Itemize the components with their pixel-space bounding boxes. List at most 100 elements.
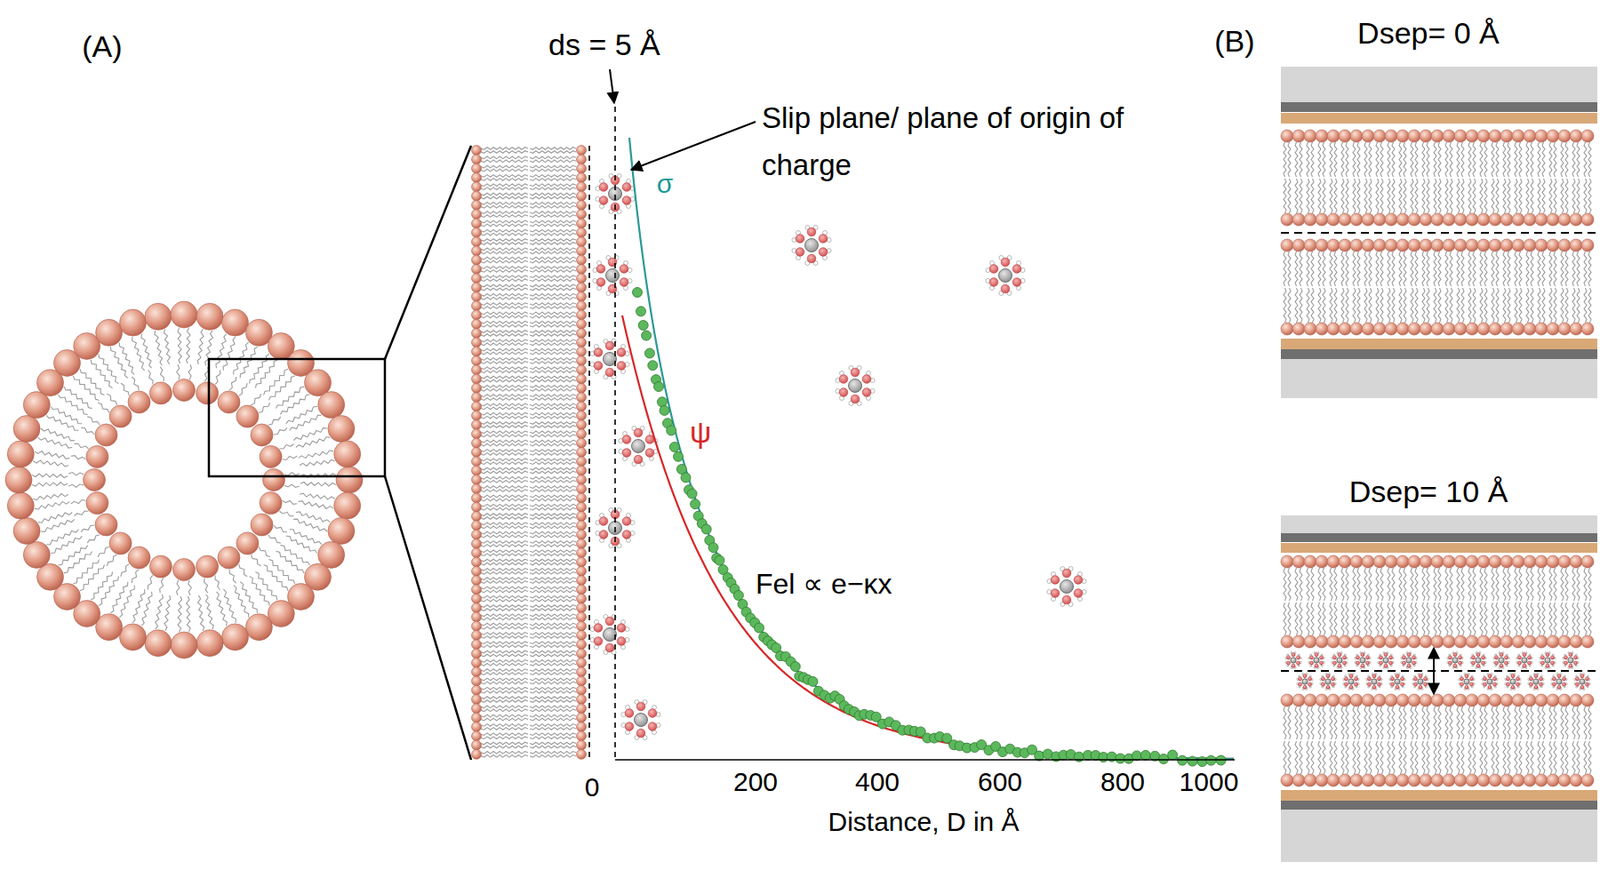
water-oxygen — [1418, 674, 1423, 679]
lipid-tail — [1288, 288, 1291, 323]
lipid-tail — [1352, 251, 1356, 287]
lipid-head — [1546, 239, 1560, 252]
lipid-head — [576, 493, 587, 504]
lipid-tail — [1299, 288, 1303, 323]
water-oxygen — [1482, 677, 1487, 681]
lipid-head — [576, 456, 587, 467]
lipid-head — [1350, 129, 1363, 143]
sodium-ion — [1417, 679, 1424, 685]
lipid-tail — [529, 389, 576, 392]
lipid-tail — [1334, 288, 1337, 323]
lipid-tail — [1334, 142, 1337, 177]
lipid-head — [576, 584, 587, 595]
lipid-tail — [1415, 251, 1418, 287]
data-point — [638, 320, 648, 331]
lipid-tail — [480, 156, 528, 160]
sodium-ion — [1487, 679, 1493, 685]
lipid-tail — [1484, 288, 1488, 323]
lipid-tail — [529, 256, 576, 260]
water-oxygen — [622, 517, 632, 527]
lipid-tail — [480, 294, 528, 297]
lipid-tail — [480, 522, 528, 526]
lipid-tail — [1295, 568, 1298, 601]
lipid-tail — [268, 416, 281, 425]
lipid-tail — [480, 599, 528, 602]
data-point — [680, 472, 691, 483]
lipid-head — [83, 469, 106, 492]
lipid-head — [576, 474, 587, 485]
lipid-tail — [58, 545, 88, 566]
lipid-tail — [529, 224, 576, 227]
lipid-head — [576, 484, 587, 495]
lipid-tail — [80, 427, 95, 435]
lipid-head — [1512, 774, 1525, 787]
lipid-head — [576, 328, 587, 339]
water-oxygen — [850, 394, 860, 404]
lipid-tail — [1288, 602, 1291, 636]
lipid-tail — [480, 407, 528, 410]
lipid-tail — [1530, 142, 1534, 177]
lipid-tail — [529, 407, 576, 410]
lipid-head — [13, 416, 40, 443]
lipid-tail — [1341, 602, 1344, 636]
lipid-tail — [529, 718, 576, 721]
lipid-tail — [1376, 706, 1379, 740]
lipid-head — [576, 721, 587, 732]
lipid-head — [576, 191, 587, 201]
lipid-head — [1500, 555, 1513, 568]
water-oxygen — [1378, 661, 1383, 665]
lipid-tail — [1380, 178, 1384, 214]
water-oxygen — [1584, 677, 1589, 681]
lipid-tail — [132, 589, 145, 624]
lipid-head — [328, 416, 355, 443]
lipid-tail — [1576, 288, 1580, 323]
lipid-tail — [1549, 251, 1552, 287]
lipid-tail — [529, 425, 576, 429]
lipid-head — [144, 630, 172, 657]
water-oxygen — [1459, 682, 1464, 687]
lipid-tail — [529, 495, 576, 498]
lipid-tail — [1445, 706, 1448, 740]
lipid-head — [472, 438, 482, 448]
water-oxygen — [1062, 595, 1072, 605]
lipid-head — [1546, 129, 1560, 143]
sodium-ion — [1521, 657, 1528, 664]
lipid-tail — [480, 440, 528, 443]
water-oxygen — [1557, 685, 1561, 689]
water-oxygen — [1471, 656, 1475, 660]
lipid-head — [1569, 322, 1583, 336]
lipid-tail — [1438, 251, 1441, 287]
lipid-tail — [1480, 251, 1483, 287]
lipid-tail — [132, 336, 145, 371]
lipid-head — [1315, 555, 1328, 568]
sodium-ion — [805, 239, 819, 253]
lipid-tail — [1318, 178, 1321, 214]
lipid-tail — [1329, 178, 1333, 214]
lipid-tail — [1368, 741, 1372, 775]
water-oxygen — [807, 227, 816, 237]
support-band — [1280, 533, 1598, 543]
lipid-tail — [1565, 178, 1568, 214]
lipid-tail — [480, 752, 528, 755]
water-oxygen — [1407, 653, 1411, 657]
lipid-head — [1408, 694, 1421, 707]
lipid-tail — [529, 562, 576, 566]
lipid-head — [1327, 635, 1340, 648]
lipid-tail — [480, 367, 528, 370]
lipid-tail — [1410, 142, 1414, 177]
lipid-tail — [1496, 178, 1499, 214]
lipid-tail — [480, 504, 528, 507]
lipid-head — [1454, 635, 1467, 648]
water-oxygen — [1372, 685, 1376, 689]
lipid-head — [576, 557, 587, 568]
lipid-tail — [1341, 568, 1344, 601]
lipid-head — [472, 657, 482, 668]
water-oxygen — [1395, 685, 1400, 689]
water-oxygen — [1464, 685, 1469, 689]
lipid-head — [1408, 213, 1421, 226]
lipid-tail — [529, 239, 576, 242]
lipid-tail — [1334, 602, 1337, 636]
water-oxygen — [795, 248, 805, 257]
lipid-tail — [1526, 602, 1529, 636]
lipid-tail — [279, 511, 294, 517]
